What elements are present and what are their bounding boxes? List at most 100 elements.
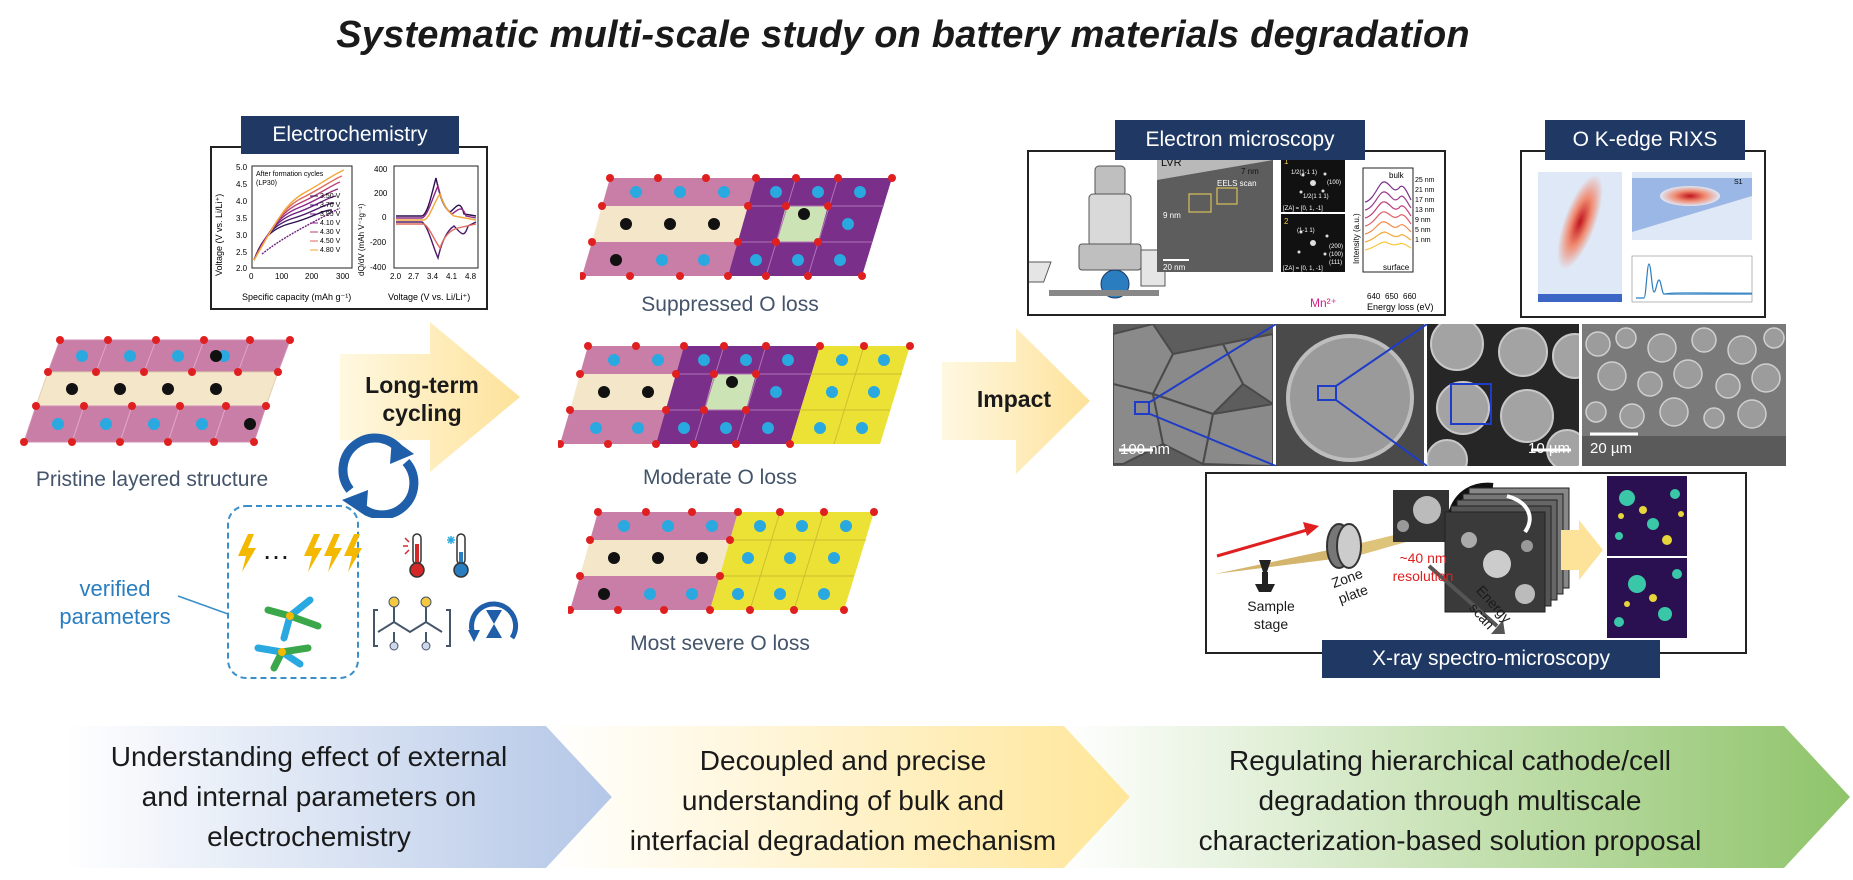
plot1-xtick: 200 [305, 272, 319, 281]
xray-content [1215, 476, 1687, 638]
plot1-note1: After formation cycles [256, 171, 324, 178]
suppressed-caption: Suppressed O loss [641, 293, 819, 316]
diff-label: (1-1 1) [1297, 228, 1315, 234]
resolution-label-line1: ~40 nm [1399, 550, 1447, 566]
roadmap-text-2-line: Decoupled and precise [699, 745, 987, 776]
plot1-ytick: 4.0 [236, 197, 248, 206]
plot2-xtick: 4.1 [446, 272, 458, 281]
microscopy-panel: LVR 7 nm EELS scan 9 nm 20 nm 1 1/2(1-1 … [1009, 150, 1446, 316]
sample-stage-icon [1255, 560, 1275, 592]
eels-bottom-label: surface [1383, 263, 1410, 272]
legend-item: 3.95 V [320, 211, 341, 218]
plot1-xtick: 0 [249, 272, 254, 281]
sem-image-4 [1582, 324, 1786, 466]
roadmap-text-1-line: electrochemistry [207, 821, 411, 852]
microscope-icon [1009, 165, 1166, 299]
eels-depth: 13 nm [1415, 207, 1435, 214]
xray-header: X-ray spectro-microscopy [1322, 640, 1660, 678]
eels-depth: 21 nm [1415, 187, 1435, 194]
roadmap-text-2-line: understanding of bulk and [681, 785, 1005, 816]
cycling-arrow [340, 322, 520, 472]
roadmap-text-3-line: characterization-based solution proposal [1198, 825, 1702, 856]
plot2-ytick: 0 [382, 213, 387, 222]
plot1-ytick: 2.5 [236, 248, 248, 257]
eels-depth: 5 nm [1415, 227, 1431, 234]
microscopy-header: Electron microscopy [1115, 120, 1365, 160]
lightning-icon [238, 534, 256, 572]
tem-label: 9 nm [1163, 211, 1181, 220]
plot1-xlabel: Specific capacity (mAh g⁻¹) [242, 292, 351, 302]
cold-thermometer-icon [447, 533, 469, 578]
microscopy-content: LVR 7 nm EELS scan 9 nm 20 nm 1 1/2(1-1 … [1009, 154, 1435, 312]
roadmap-arrow-1 [64, 726, 612, 868]
legend-item: 3.50 V [320, 193, 341, 200]
plot1-xticks: 0 100 200 300 [249, 272, 350, 281]
diff-label: (111) [1329, 260, 1342, 266]
legend-item: 4.10 V [320, 220, 341, 227]
diff-label: (100) [1329, 252, 1343, 258]
zone-plate-icon [1326, 523, 1362, 569]
cycling-label-line1: Long-term [365, 372, 479, 398]
plot2-xtick: 2.0 [390, 272, 402, 281]
plot2-ytick: -400 [370, 263, 387, 272]
roadmap-arrow-3 [1064, 726, 1850, 868]
resolution-label-line2: resolution [1392, 568, 1454, 584]
sem-image-2 [1276, 324, 1424, 466]
severe-caption: Most severe O loss [630, 632, 810, 655]
page-title: Systematic multi-scale study on battery … [336, 14, 1470, 56]
impact-label: Impact [976, 386, 1052, 412]
tem-label: EELS scan [1217, 179, 1257, 188]
eels-xtick: 660 [1403, 292, 1417, 301]
moderate-structure [558, 342, 914, 448]
suppressed-structure [580, 174, 896, 280]
diff-label: (100) [1327, 180, 1341, 186]
plot2-xtick: 2.7 [408, 272, 420, 281]
roadmap-text-1-line: Understanding effect of external [110, 741, 508, 772]
roadmap-text-3-line: Regulating hierarchical cathode/cell [1228, 745, 1672, 776]
legend-item: 4.30 V [320, 229, 341, 236]
tem-label-lvr: LVR [1161, 157, 1182, 169]
o-atoms [20, 336, 294, 446]
xray-panel [1205, 472, 1747, 654]
rixs-content: S1 [1538, 172, 1753, 303]
pristine-caption: Pristine layered structure [35, 468, 269, 491]
sem-scalebar-1: 100 nm [1120, 441, 1171, 458]
plot2-ytick: 400 [374, 165, 388, 174]
rixs-s1-label: S1 [1734, 179, 1743, 186]
sample-stage-label-line1: Sample [1247, 598, 1295, 614]
energy-stack [1444, 487, 1570, 613]
legend-item: 3.70 V [320, 202, 341, 209]
dqdv-curves [396, 177, 477, 261]
eels-ylabel: Intensity (a.u.) [1352, 213, 1361, 264]
eels-depth: 1 nm [1415, 237, 1431, 244]
roadmap-arrow-2 [546, 726, 1130, 868]
rixs-header: O K-edge RIXS [1545, 120, 1745, 160]
ellipsis: … [262, 534, 290, 565]
roadmap-text-1: Understanding effect of external and int… [64, 737, 554, 857]
legend-item: 4.80 V [320, 247, 341, 254]
hourglass-cycle-icon [468, 601, 519, 642]
eels-top-label: bulk [1389, 171, 1405, 180]
legend-item: 4.50 V [320, 238, 341, 245]
diff-label: [ZA] = [0, 1, -1] [1283, 266, 1323, 272]
polymer-icon [373, 596, 451, 651]
eels-depth: 25 nm [1415, 177, 1435, 184]
plot2-yticks: 400 200 0 -200 -400 [370, 165, 388, 272]
parameters-box [227, 505, 359, 679]
severe-structure [568, 508, 878, 614]
sem-scalebar-2: 10 µm [1528, 440, 1570, 457]
sem-image-1 [1113, 324, 1273, 466]
plot1-ytick: 5.0 [236, 163, 248, 172]
plot1-ytick: 3.0 [236, 231, 248, 240]
roadmap-text-3: Regulating hierarchical cathode/cell deg… [1130, 741, 1770, 861]
plot1-yticks: 5.0 4.5 4.0 3.5 3.0 2.5 2.0 [236, 163, 248, 273]
hot-thermometer-icon [403, 533, 425, 578]
plot1-xtick: 300 [336, 272, 350, 281]
charge-curves [253, 169, 345, 261]
eels-mn-label: Mn²⁺ [1310, 296, 1337, 310]
tem-label: 7 nm [1241, 167, 1259, 176]
plot1-xtick: 100 [275, 272, 289, 281]
electrochemistry-panel: Voltage (V vs. Li/Li⁺) Specific capacity… [210, 146, 488, 310]
roadmap-arrows [64, 726, 1850, 868]
diff-label: [ZA] = [0, 1, -1] [1283, 206, 1323, 212]
